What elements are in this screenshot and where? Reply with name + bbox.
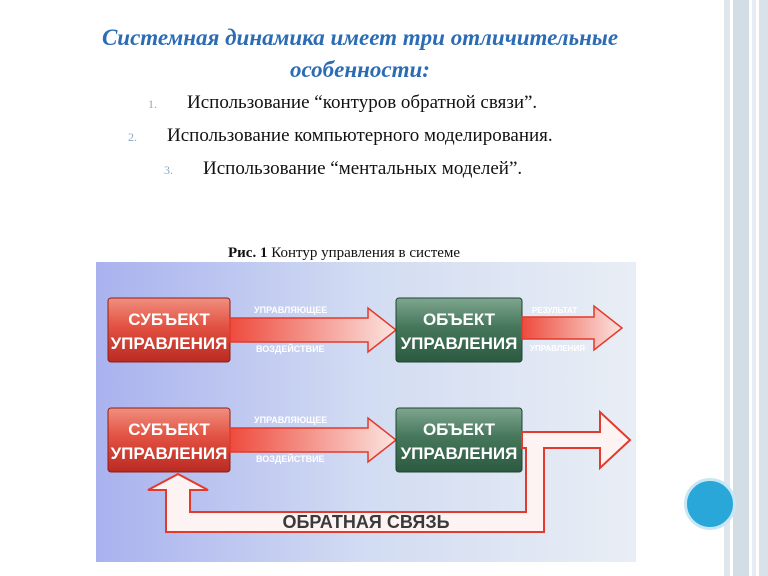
decor-circle	[684, 478, 736, 530]
list-item: 2. Использование компьютерного моделирова…	[128, 125, 553, 147]
result-top: РЕЗУЛЬТАТ	[532, 306, 577, 315]
caption-label: Рис. 1	[228, 245, 268, 261]
object-label-line1: ОБЪЕКТ	[423, 420, 496, 439]
feedback-label: ОБРАТНАЯ СВЯЗЬ	[282, 512, 449, 532]
list-item-number: 3.	[164, 163, 173, 177]
decor-stripe	[733, 0, 749, 576]
list-item: 1. Использование “контуров обратной связи…	[148, 92, 537, 114]
list-item: 3. Использование “ментальных моделей”.	[164, 158, 522, 180]
figure-caption: Рис. 1 Контур управления в системе	[228, 245, 460, 262]
feedback-loop-arrow	[147, 409, 632, 533]
title-line-2: особенности:	[290, 57, 430, 82]
control-action-bottom: ВОЗДЕЙСТВИЕ	[256, 453, 325, 464]
control-action-bottom: ВОЗДЕЙСТВИЕ	[256, 343, 325, 354]
slide-title: Системная динамика имеет три отличительн…	[60, 22, 660, 86]
list-item-text: Использование “ментальных моделей”.	[203, 158, 523, 179]
control-action-arrow	[229, 416, 398, 464]
subject-label-line2: УПРАВЛЕНИЯ	[111, 444, 228, 463]
control-loop-diagram: СУБЪЕКТ УПРАВЛЕНИЯ УПРАВЛЯЮЩЕЕ ВОЗДЕЙСТВ…	[96, 262, 636, 562]
object-label-line1: ОБЪЕКТ	[423, 310, 496, 329]
title-line-1: Системная динамика имеет три отличительн…	[101, 25, 619, 50]
subject-label-line1: СУБЪЕКТ	[128, 420, 210, 439]
object-label-line2: УПРАВЛЕНИЯ	[401, 444, 518, 463]
list-item-number: 2.	[128, 130, 137, 144]
object-label-line2: УПРАВЛЕНИЯ	[401, 334, 518, 353]
control-action-arrow	[229, 306, 398, 354]
control-action-top: УПРАВЛЯЮЩЕЕ	[254, 415, 327, 425]
list-item-text: Использование “контуров обратной связи”.	[187, 92, 538, 113]
subject-label-line1: СУБЪЕКТ	[128, 310, 210, 329]
decor-stripe	[759, 0, 768, 576]
list-item-number: 1.	[148, 97, 157, 111]
subject-label-line2: УПРАВЛЕНИЯ	[111, 334, 228, 353]
control-action-top: УПРАВЛЯЮЩЕЕ	[254, 305, 327, 315]
result-bottom: УПРАВЛЕНИЯ	[530, 344, 585, 353]
result-arrow	[521, 304, 624, 352]
caption-text: Контур управления в системе	[267, 245, 461, 261]
decor-stripe	[752, 0, 756, 576]
list-item-text: Использование компьютерного моделировани…	[167, 125, 553, 146]
decor-stripe	[724, 0, 730, 576]
